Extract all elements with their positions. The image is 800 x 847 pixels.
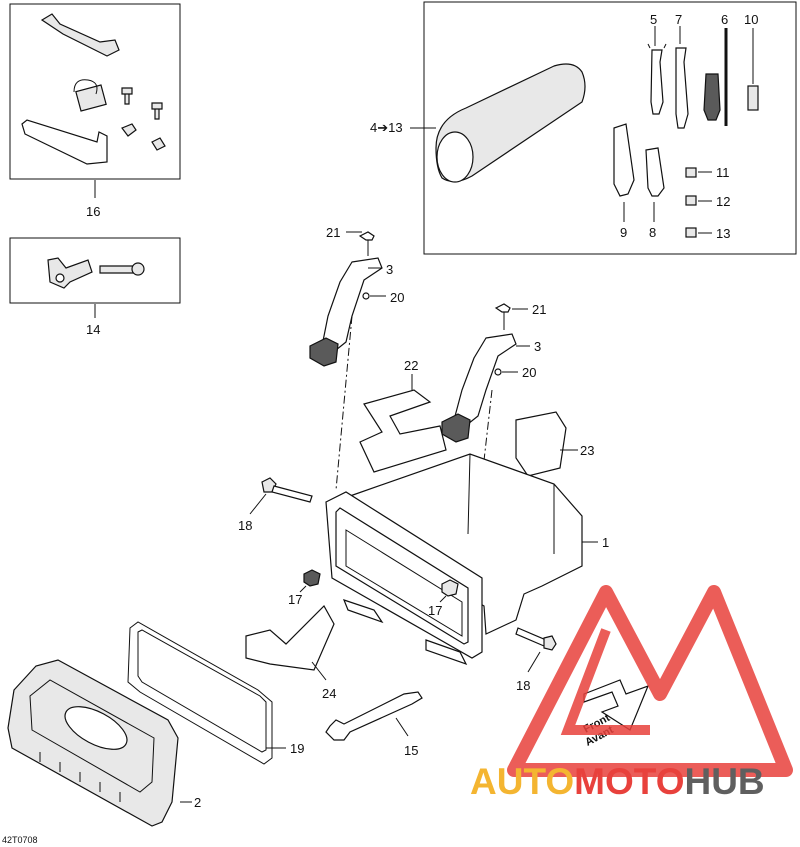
tool-kit-inset: [410, 1, 797, 255]
nut-17-left: [299, 569, 321, 593]
callout-18b: 18: [516, 678, 530, 693]
brand-moto: MOTO: [574, 761, 684, 802]
lid-2: [7, 659, 192, 827]
pad-23: [515, 411, 578, 477]
screwdriver-handle: [703, 73, 721, 121]
callout-10: 10: [744, 12, 758, 27]
shield-24: [245, 605, 335, 681]
wrench-5: [650, 49, 664, 115]
callout-5: 5: [650, 12, 657, 27]
callout-16: 16: [86, 204, 100, 219]
callout-14: 14: [86, 322, 100, 337]
wrench-7: [675, 47, 689, 129]
callout-15: 15: [404, 743, 418, 758]
watermark-logo: [507, 585, 793, 777]
callout-20b: 20: [522, 365, 536, 380]
inset-box-16: [9, 3, 181, 198]
callout-8: 8: [649, 225, 656, 240]
fuse-13: [685, 227, 697, 238]
drawing-code: 42T0708: [2, 835, 38, 845]
callout-3b: 3: [534, 339, 541, 354]
gasket-19: [127, 621, 286, 765]
callout-7: 7: [675, 12, 682, 27]
callout-3a: 3: [386, 262, 393, 277]
callout-4-13: 4➔13: [370, 120, 403, 135]
brand-hub: HUB: [684, 761, 764, 802]
bolt-18-lower: [515, 627, 557, 673]
callout-17b: 17: [428, 603, 442, 618]
bit-10: [747, 85, 759, 111]
callout-2: 2: [194, 795, 201, 810]
callout-17a: 17: [288, 592, 302, 607]
callout-18a: 18: [238, 518, 252, 533]
handle-right: [441, 303, 530, 443]
brand-auto: AUTO: [470, 761, 574, 802]
callout-23: 23: [580, 443, 594, 458]
callout-19: 19: [290, 741, 304, 756]
callout-21b: 21: [532, 302, 546, 317]
callout-22: 22: [404, 358, 418, 373]
front-direction-arrow: [583, 679, 650, 731]
nut-17-right: [439, 579, 459, 603]
callout-12: 12: [716, 194, 730, 209]
callout-1: 1: [602, 535, 609, 550]
storage-case-1: [325, 453, 598, 666]
fuse-11: [685, 167, 697, 178]
callout-11: 11: [716, 165, 730, 180]
socket-8: [645, 147, 665, 197]
callout-21a: 21: [326, 225, 340, 240]
fuse-12: [685, 195, 697, 206]
spanner-15: [325, 691, 423, 741]
inset-box-14: [9, 237, 181, 318]
liner-22: [359, 374, 447, 473]
handle-left: [309, 231, 386, 367]
callout-20a: 20: [390, 290, 404, 305]
callout-24: 24: [322, 686, 336, 701]
socket-9: [613, 123, 635, 197]
callout-6: 6: [721, 12, 728, 27]
watermark-brand: AUTOMOTOHUB: [470, 761, 765, 802]
callout-9: 9: [620, 225, 627, 240]
bolt-18-upper: [249, 477, 313, 515]
callout-13: 13: [716, 226, 730, 241]
